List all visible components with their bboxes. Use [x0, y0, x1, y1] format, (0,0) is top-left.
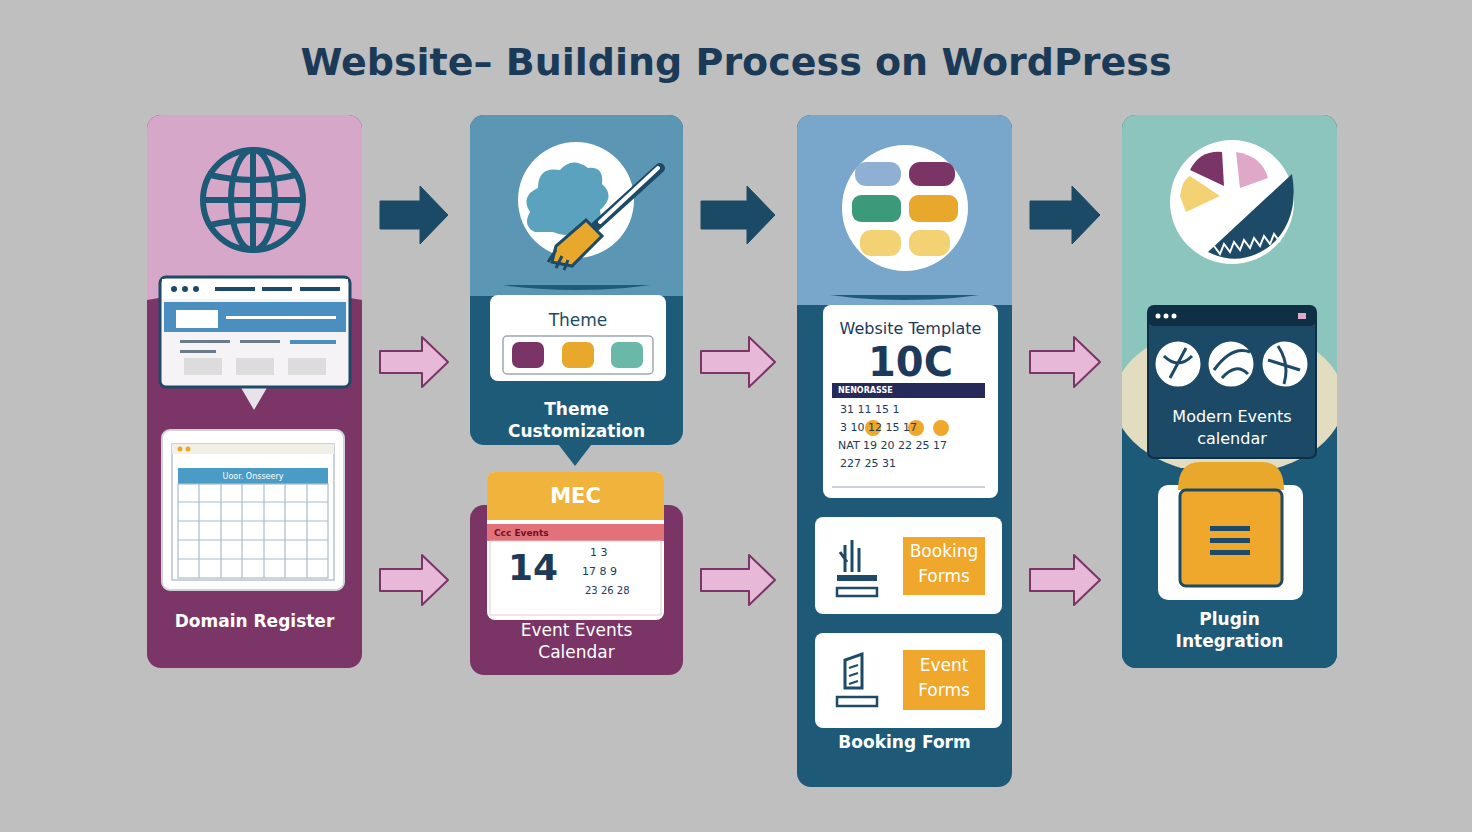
globe-icon: [203, 150, 303, 250]
form-card: Booking Forms: [815, 517, 1002, 614]
calendar-label: 17 8 9: [582, 564, 617, 579]
node-text: Plugin Integration: [1152, 608, 1307, 652]
stage-panel: Plugin Integration Modern Events calendar: [1122, 115, 1337, 668]
node-text: Booking Form: [837, 731, 972, 753]
diagram-title: Website– Building Process on WordPress: [0, 40, 1472, 84]
label-slot: NAT 19 20 22 25 17: [838, 438, 947, 453]
calendar-label: Ccc Events: [494, 527, 549, 540]
flow-arrow: [1030, 555, 1100, 605]
node-text: 10C: [823, 340, 998, 384]
flow-arrow: [1030, 337, 1100, 387]
calendar-label: 1 3: [590, 545, 608, 560]
paint-icon: [518, 142, 660, 270]
label-slot: 227 25 31: [840, 456, 896, 471]
booking-card: [815, 517, 1002, 614]
label-slot: 23 26 28: [585, 584, 630, 598]
events-card: Modern Events calendar: [1148, 306, 1316, 458]
blocks-icon: [842, 145, 968, 271]
stage-panel: Theme Customization Theme: [470, 115, 683, 445]
flow-arrow: [701, 337, 775, 387]
panel-bg: [797, 115, 1012, 787]
label-slot: NENORASSE: [838, 385, 893, 397]
calendar-label: 3 10 12 15 17: [840, 420, 917, 435]
theme-card: Theme: [490, 295, 666, 381]
panel-bg: [147, 115, 362, 668]
mec-card: MEC: [487, 472, 664, 620]
panel-bg: [1122, 115, 1337, 668]
browser-card: [160, 277, 350, 410]
flow-arrow: [380, 555, 448, 605]
event-form-card: [815, 633, 1002, 728]
template-card: [823, 305, 998, 498]
node-text: Theme: [490, 309, 666, 331]
palette-icon: [1170, 140, 1294, 264]
node-text: Theme Customization: [474, 398, 679, 442]
node-text: Event Events Calendar: [496, 619, 657, 663]
node-text: Modern Events calendar: [1154, 406, 1310, 450]
panel-bg: [470, 505, 683, 675]
node-text: Website Template: [823, 318, 998, 340]
panel-bg: [470, 115, 683, 445]
calendar-label: 227 25 31: [840, 456, 896, 471]
modern-card: [1148, 306, 1316, 458]
label-slot: Ccc Events: [494, 527, 549, 540]
node-text: Booking Forms: [903, 539, 985, 589]
calendar-card: [162, 430, 344, 590]
flow-arrow: [380, 337, 448, 387]
node-text: MEC: [487, 483, 664, 509]
node-text: Uoor. Onsseery: [178, 470, 328, 484]
stage-panel: Domain Register Uoor. Onsseery: [147, 115, 362, 668]
calendar-label: NENORASSE: [838, 385, 893, 397]
flow-arrow: [701, 186, 775, 244]
theme-card: [490, 295, 666, 381]
calendar-label: 14: [508, 548, 558, 588]
calendar-label: 23 26 28: [585, 584, 630, 598]
form-card: Event Forms: [815, 633, 1002, 728]
plugin-card: [1158, 462, 1303, 600]
label-slot: 14: [508, 548, 558, 588]
calendar-label: NAT 19 20 22 25 17: [838, 438, 947, 453]
label-slot: 1 3: [590, 545, 608, 560]
flow-arrow: [1030, 186, 1100, 244]
flow-arrow: [701, 555, 775, 605]
flow-arrow: [380, 186, 448, 244]
calendar-label: 31 11 15 1: [840, 402, 899, 417]
node-text: Domain Register: [167, 610, 342, 632]
label-slot: 3 10 12 15 17: [840, 420, 917, 435]
label-slot: 17 8 9: [582, 564, 617, 579]
node-text: Event Forms: [903, 653, 985, 703]
label-slot: 31 11 15 1: [840, 402, 899, 417]
calendar-card: Uoor. Onsseery: [162, 430, 344, 590]
mec-card: [487, 472, 664, 620]
